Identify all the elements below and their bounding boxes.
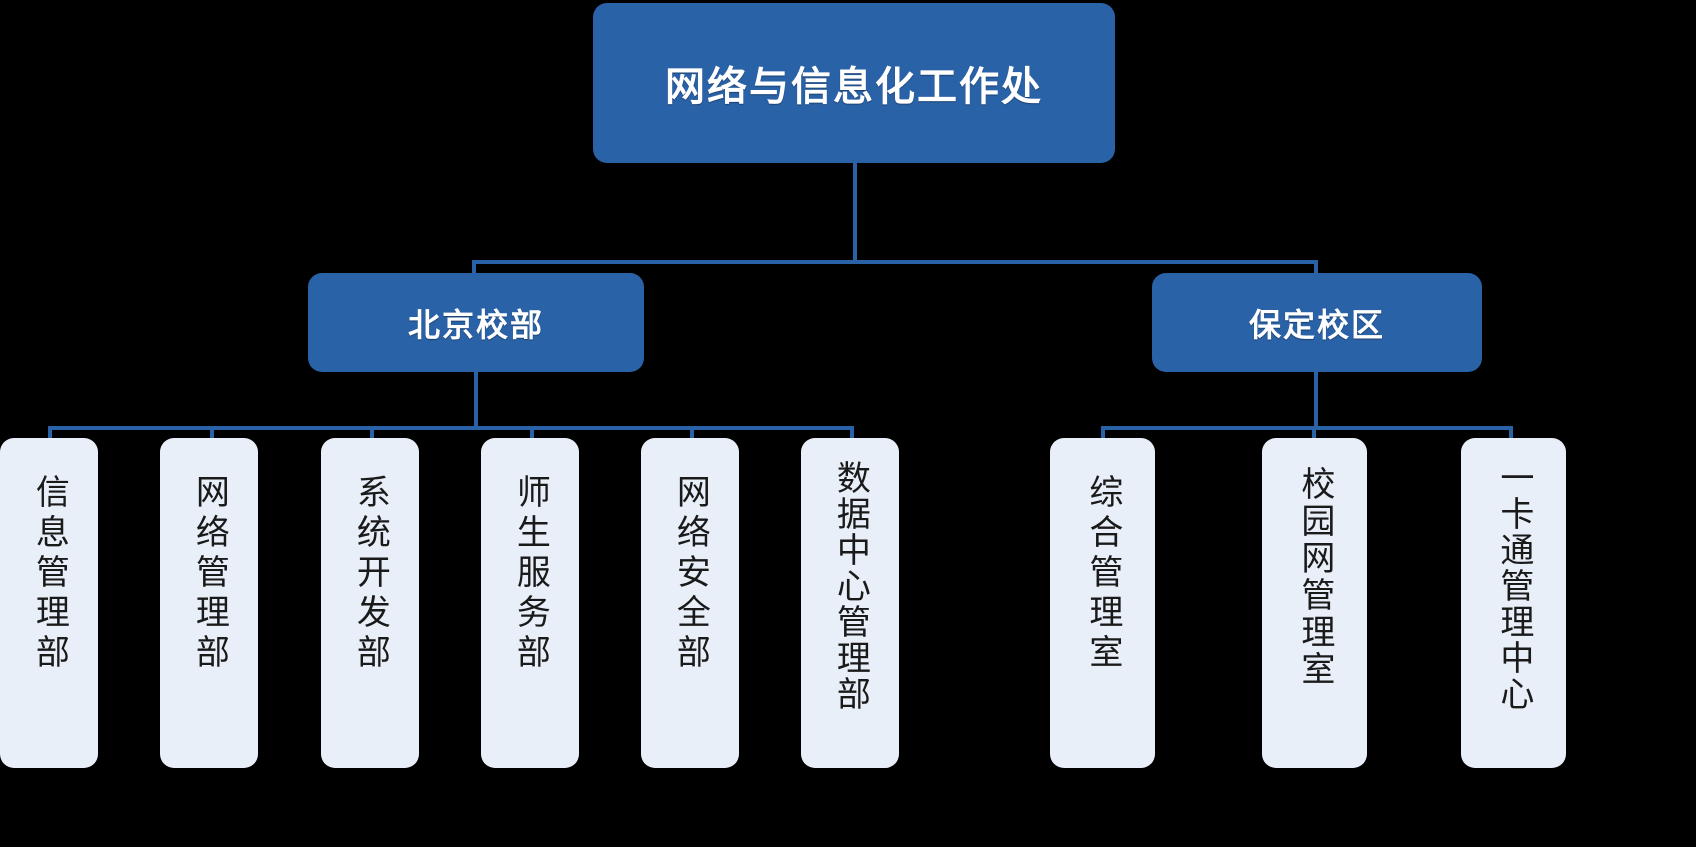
org-node-branch-beijing[interactable]: 北京校部 — [308, 273, 644, 372]
connector-beijing-drop-5 — [690, 426, 694, 440]
connector-level2-drop-baoding — [1314, 260, 1318, 275]
connector-beijing-drop-3 — [370, 426, 374, 440]
org-node-leaf-xitongkaifabu[interactable]: 系统开发部 — [321, 438, 419, 768]
connector-beijing-bus — [50, 426, 854, 430]
connector-beijing-drop-4 — [530, 426, 534, 440]
connector-beijing-drop-1 — [48, 426, 52, 440]
connector-beijing-stem — [474, 372, 478, 430]
connector-level2-drop-beijing — [472, 260, 476, 275]
org-node-leaf-label: 数据中心管理部 — [831, 460, 870, 712]
org-node-leaf-xiaoyuanwangguanlishi[interactable]: 校园网管理室 — [1262, 438, 1367, 768]
org-node-leaf-label: 信息管理部 — [30, 474, 69, 674]
org-node-leaf-label: 校园网管理室 — [1295, 466, 1334, 688]
connector-baoding-drop-1 — [1101, 426, 1105, 440]
org-node-leaf-shishengfuwubu[interactable]: 师生服务部 — [481, 438, 579, 768]
connector-baoding-stem — [1314, 372, 1318, 430]
connector-root-stem — [853, 163, 857, 262]
org-node-leaf-label: 一卡通管理中心 — [1494, 460, 1533, 712]
org-node-branch-baoding[interactable]: 保定校区 — [1152, 273, 1482, 372]
org-node-leaf-wangluoanquanbu[interactable]: 网络安全部 — [641, 438, 739, 768]
org-node-leaf-label: 师生服务部 — [511, 474, 550, 674]
org-node-leaf-shujuzhongxinguanlibu[interactable]: 数据中心管理部 — [801, 438, 899, 768]
org-node-leaf-label: 系统开发部 — [351, 474, 390, 674]
org-node-root-label: 网络与信息化工作处 — [665, 65, 1043, 109]
connector-beijing-drop-6 — [850, 426, 854, 440]
org-node-leaf-label: 网络安全部 — [671, 474, 710, 674]
org-node-leaf-zongheguanlishi[interactable]: 综合管理室 — [1050, 438, 1155, 768]
org-node-leaf-yikatongguanlizhongxin[interactable]: 一卡通管理中心 — [1461, 438, 1566, 768]
connector-beijing-drop-2 — [210, 426, 214, 440]
connector-baoding-drop-3 — [1509, 426, 1513, 440]
connector-baoding-bus — [1103, 426, 1513, 430]
org-node-leaf-label: 网络管理部 — [190, 474, 229, 674]
connector-level2-bus — [474, 260, 1318, 264]
org-node-branch-beijing-label: 北京校部 — [407, 306, 544, 343]
connector-baoding-drop-2 — [1312, 426, 1316, 440]
org-node-leaf-xinxiguanlibu[interactable]: 信息管理部 — [0, 438, 98, 768]
org-node-leaf-label: 综合管理室 — [1083, 474, 1122, 674]
org-node-leaf-wangluoguanlibu[interactable]: 网络管理部 — [160, 438, 258, 768]
org-node-root[interactable]: 网络与信息化工作处 — [593, 3, 1115, 163]
org-node-branch-baoding-label: 保定校区 — [1248, 306, 1385, 343]
